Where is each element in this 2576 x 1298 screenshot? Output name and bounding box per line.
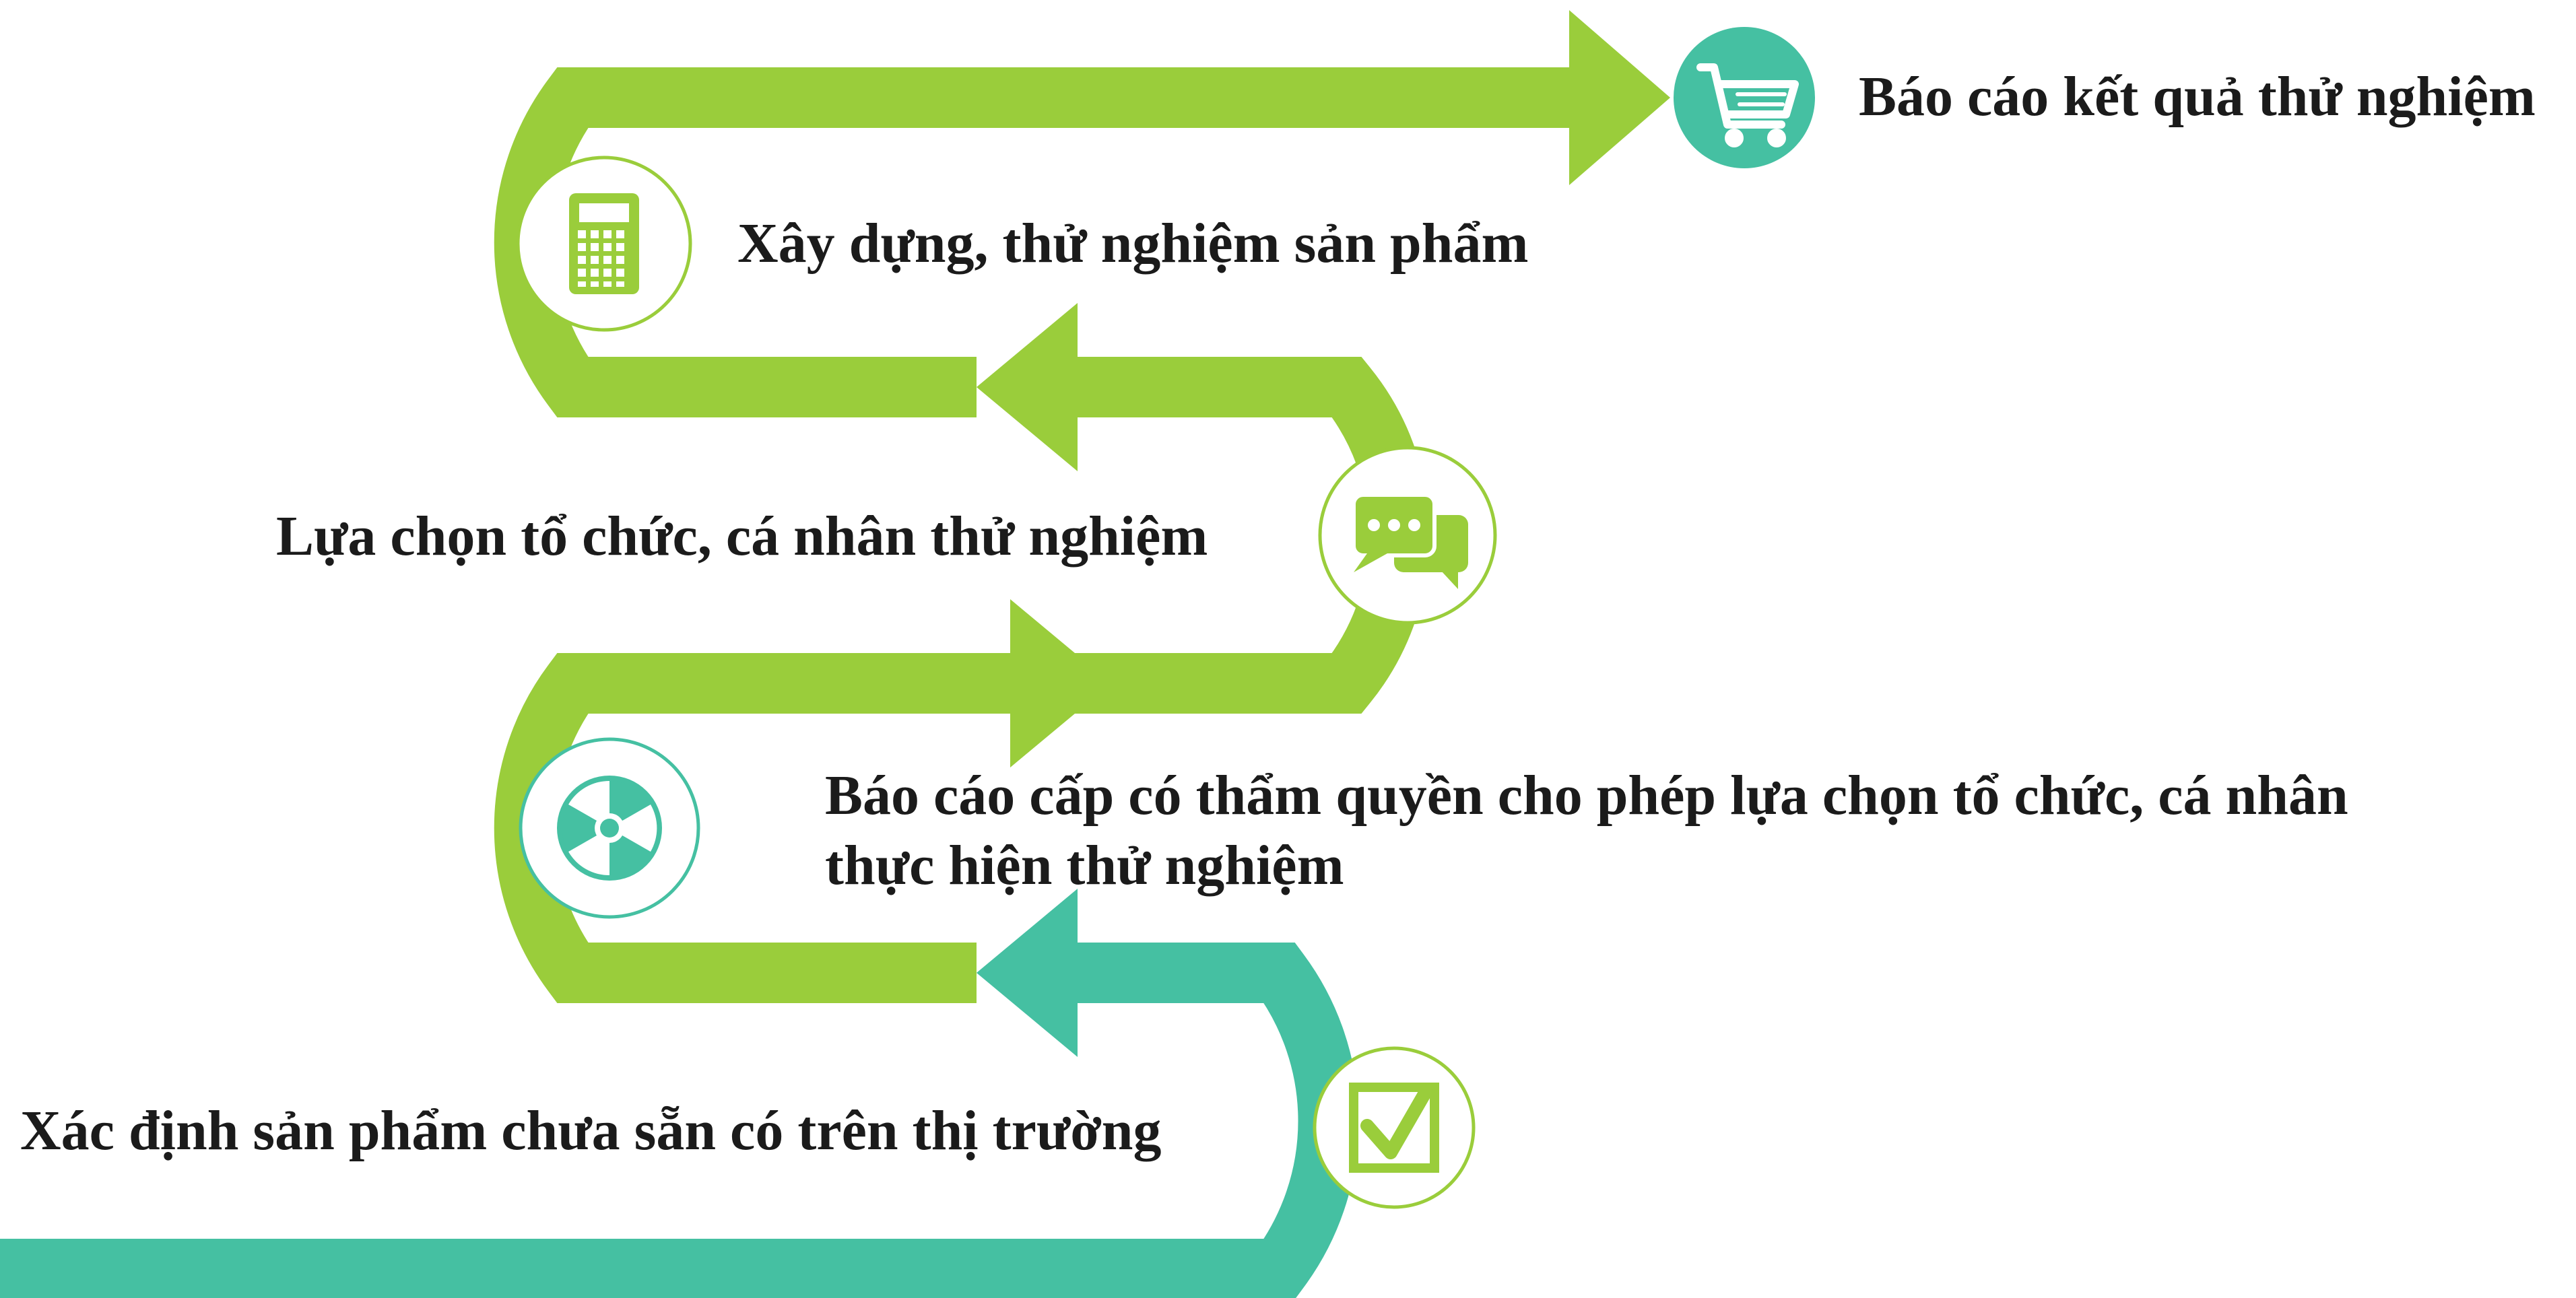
radiation-icon [557, 776, 662, 881]
step-1-label: Xác định sản phẩm chưa sẵn có trên thị t… [20, 1099, 1162, 1162]
step-1-icon-badge [1313, 1046, 1476, 1209]
step-4-icon-badge [516, 156, 692, 332]
step-2-icon-badge [519, 737, 700, 919]
calculator-icon [569, 193, 639, 294]
step-3-icon-badge [1318, 446, 1497, 625]
step-4-label: Xây dựng, thử nghiệm sản phẩm [737, 212, 1529, 275]
arrow-head-1 [977, 889, 1078, 1057]
chat-icon [1352, 493, 1468, 589]
step-2-label: Báo cáo cấp có thẩm quyền cho phép lựa c… [825, 761, 2348, 901]
shopping-cart-icon [1696, 63, 1799, 147]
step-5-label: Báo cáo kết quả thử nghiệm [1859, 65, 2536, 128]
step-2-label-line-1: Báo cáo cấp có thẩm quyền cho phép lựa c… [825, 764, 2348, 827]
arrow-head-4 [1569, 10, 1670, 185]
step-2-label-line-2: thực hiện thử nghiệm [825, 834, 1344, 897]
step-3-label: Lựa chọn tổ chức, cá nhân thử nghiệm [276, 505, 1208, 568]
arrow-head-3 [977, 303, 1078, 471]
checkbox-icon [1349, 1083, 1439, 1173]
step-5-icon-badge [1674, 27, 1815, 168]
